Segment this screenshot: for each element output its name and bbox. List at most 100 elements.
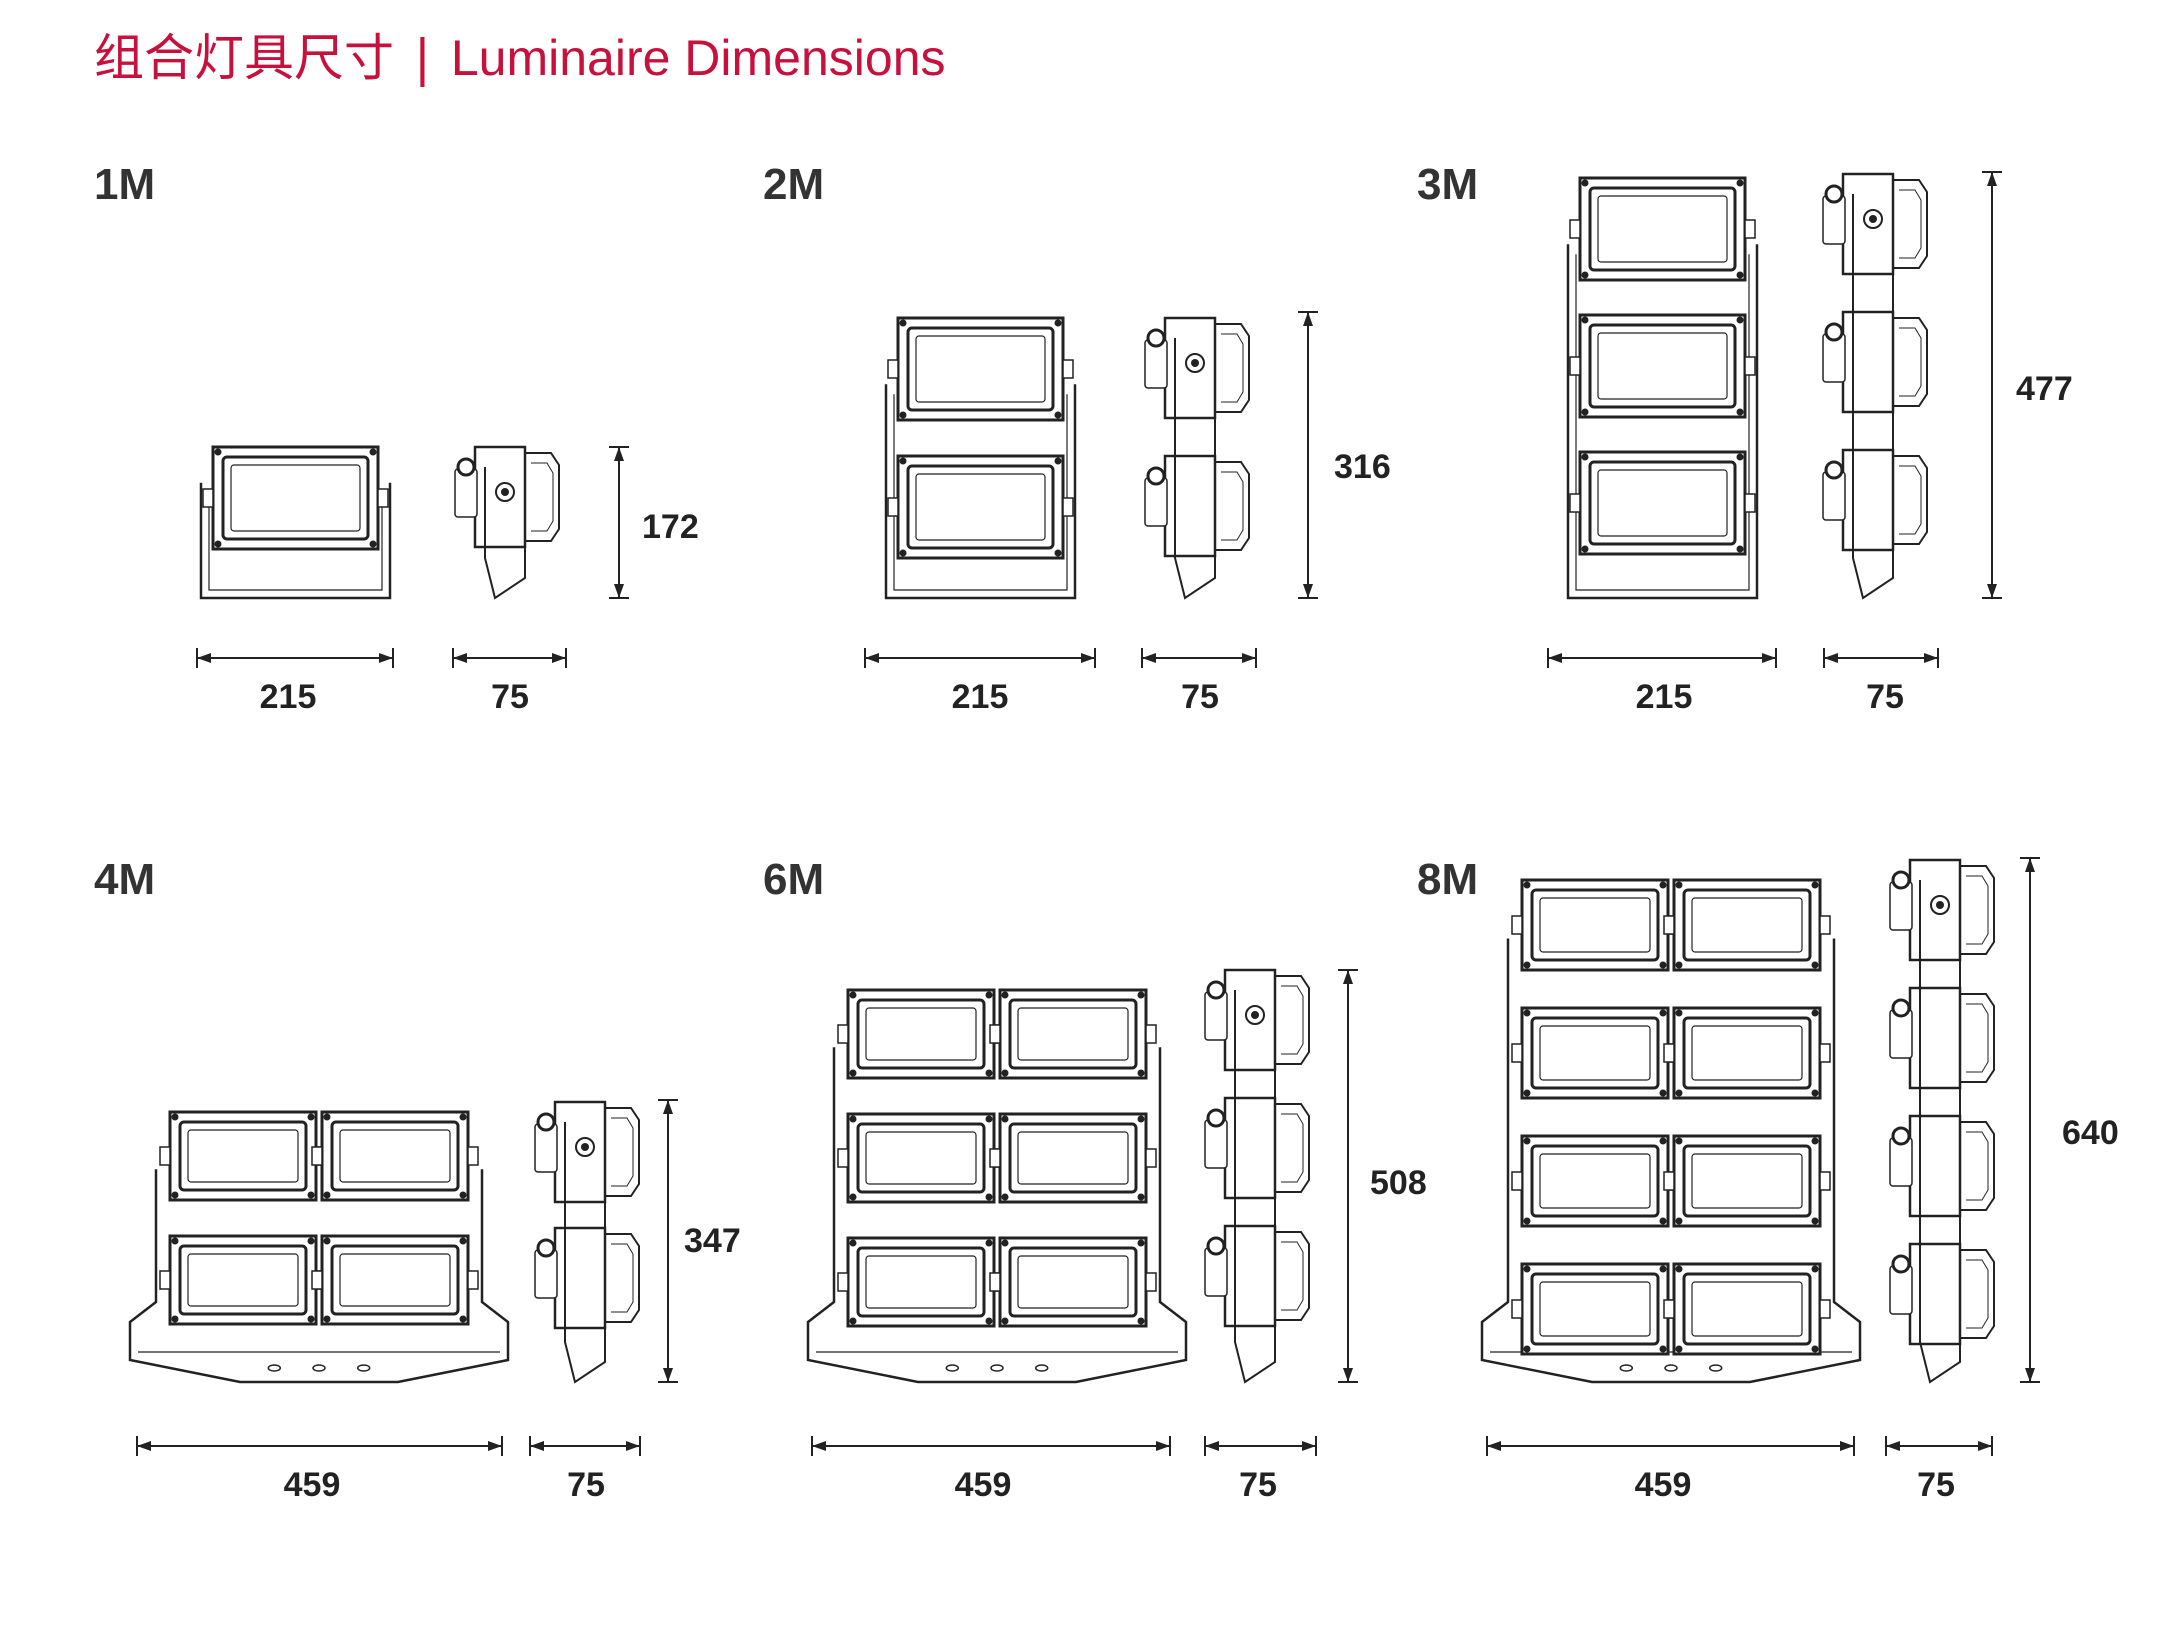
- title-separator: |: [414, 29, 431, 87]
- side-clip: [1819, 1299, 1831, 1319]
- arrowhead: [1840, 1441, 1854, 1451]
- module-screw: [1054, 319, 1062, 327]
- pivot-bolt: [1245, 1005, 1265, 1025]
- lens-inner: [1966, 1131, 1989, 1201]
- module-screw: [1581, 408, 1589, 416]
- module-screw: [1736, 271, 1744, 279]
- mounting-bracket-inner: [1575, 254, 1750, 591]
- model-label-6m: 6M: [763, 855, 825, 904]
- gland-ring: [1146, 466, 1166, 486]
- mounting-bracket: [199, 482, 392, 600]
- led-module-lens: [178, 1120, 308, 1192]
- module-screw: [899, 411, 907, 419]
- arrowhead: [1142, 653, 1156, 663]
- lens-profile: [1275, 1231, 1310, 1321]
- width-dim-6m: [811, 1436, 1171, 1456]
- module-screw: [1659, 1137, 1667, 1145]
- led-module-inner: [1539, 1153, 1651, 1209]
- module-screw: [1659, 1217, 1667, 1225]
- module-screw: [171, 1113, 179, 1121]
- module-screw: [307, 1237, 315, 1245]
- arrowhead: [1978, 1441, 1992, 1451]
- module-screw: [171, 1191, 179, 1199]
- depth-dim-2m: [1141, 648, 1257, 668]
- side-clip: [159, 1270, 171, 1290]
- module-screw: [1675, 1345, 1683, 1353]
- lens-profile: [1215, 461, 1250, 551]
- pivot-bolt-center: [1251, 1011, 1259, 1019]
- pivot-bolt-center: [501, 488, 509, 496]
- arrowhead: [552, 653, 566, 663]
- module-screw: [1001, 1317, 1009, 1325]
- arrowhead: [137, 1441, 151, 1451]
- arrowhead: [1302, 1441, 1316, 1451]
- dim-height-6m: 508: [1370, 1164, 1427, 1202]
- lens-profile: [1893, 317, 1928, 407]
- module-screw: [899, 457, 907, 465]
- led-module-lens: [1530, 1272, 1660, 1346]
- module-screw: [307, 1315, 315, 1323]
- module-screw: [307, 1191, 315, 1199]
- side-clip: [1145, 1272, 1157, 1292]
- front-view-4m: [128, 1110, 510, 1384]
- bracket-hole: [312, 1364, 326, 1372]
- front-view-1m: [199, 445, 392, 600]
- arrowhead: [1987, 172, 1997, 186]
- gland-ring: [1891, 998, 1911, 1018]
- module-screw: [985, 1069, 993, 1077]
- gland-ring: [1824, 322, 1844, 342]
- title-chinese: 组合灯具尺寸: [94, 29, 394, 87]
- gland-ring: [536, 1238, 556, 1258]
- led-module-inner: [187, 1253, 299, 1307]
- side-clip: [1663, 915, 1675, 935]
- arrowhead: [1242, 653, 1256, 663]
- dim-depth-2m: 75: [1181, 678, 1219, 716]
- led-module-inner: [1017, 1131, 1129, 1185]
- module-screw: [1001, 991, 1009, 999]
- module-screw: [1001, 1069, 1009, 1077]
- arrowhead: [1924, 653, 1938, 663]
- pivot-bolt: [1930, 895, 1950, 915]
- lens-inner: [1221, 471, 1244, 541]
- module-screw: [985, 1317, 993, 1325]
- arrowhead: [488, 1441, 502, 1451]
- led-module-lens: [856, 1122, 986, 1194]
- bracket-hole: [356, 1364, 371, 1372]
- arrowhead: [1343, 970, 1353, 984]
- mounting-bracket: [1566, 244, 1759, 600]
- depth-dim-1m: [452, 648, 567, 668]
- led-module-lens: [856, 1246, 986, 1318]
- led-module-inner: [865, 1131, 977, 1185]
- height-dim-1m: [609, 446, 629, 599]
- width-dim-4m: [136, 1436, 503, 1456]
- arrowhead: [1762, 653, 1776, 663]
- led-module-lens: [1588, 460, 1737, 546]
- lens-profile: [1275, 975, 1310, 1065]
- module-screw: [1659, 961, 1667, 969]
- led-module-lens: [1008, 998, 1138, 1070]
- led-module-lens: [1008, 1122, 1138, 1194]
- mounting-bracket-inner: [208, 492, 383, 591]
- depth-dim-4m: [529, 1436, 641, 1456]
- module-screw: [1523, 1217, 1531, 1225]
- housing-side: [1163, 454, 1217, 558]
- side-view-1m: [454, 445, 560, 600]
- module-screw: [171, 1237, 179, 1245]
- arrowhead: [614, 447, 624, 461]
- side-clip: [1744, 356, 1756, 376]
- mounting-bracket: [1480, 938, 1862, 1384]
- width-dim-3m: [1547, 648, 1777, 668]
- led-module-frame: [1578, 176, 1747, 282]
- module-screw: [849, 991, 857, 999]
- led-module-frame: [846, 988, 996, 1080]
- lens-inner: [1966, 1003, 1989, 1073]
- lens-inner: [1966, 1259, 1989, 1329]
- side-clip: [1511, 1299, 1523, 1319]
- module-screw: [1675, 1217, 1683, 1225]
- module-screw: [1736, 179, 1744, 187]
- lens-inner: [611, 1117, 634, 1187]
- module-screw: [1811, 1137, 1819, 1145]
- pivot-bolt-center: [1869, 215, 1877, 223]
- module-screw: [1675, 1009, 1683, 1017]
- module-screw: [985, 1239, 993, 1247]
